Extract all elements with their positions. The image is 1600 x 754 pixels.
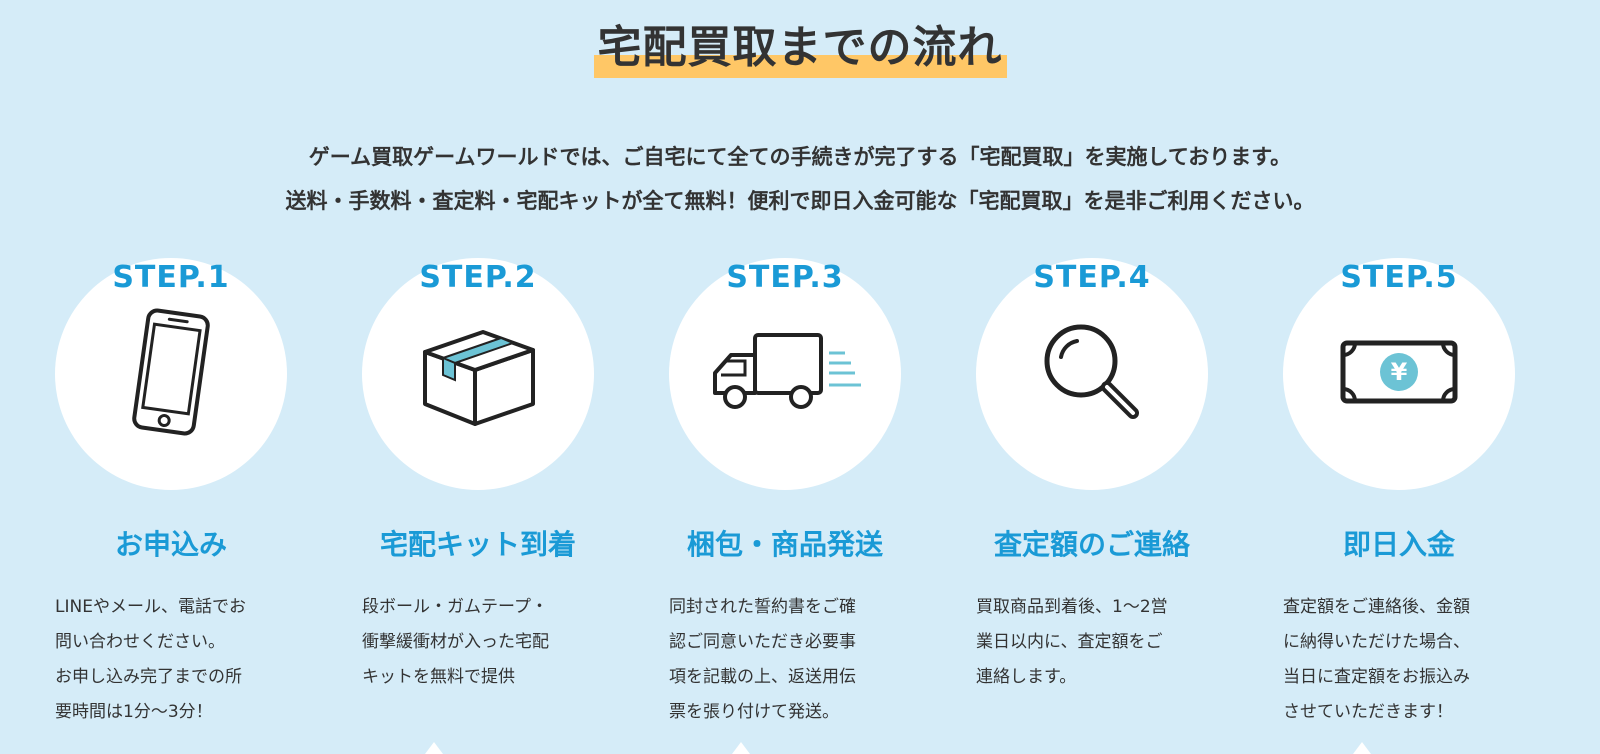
step-circle: [55, 258, 287, 490]
intro-line-2: 送料・手数料・査定料・宅配キットが全て無料！便利で即日入金可能な「宅配買取」を是…: [285, 189, 1315, 213]
step-description: LINEやメール、電話でお 問い合わせください。 お申し込み完了までの所 要時間…: [55, 597, 246, 722]
step-label: STEP.3: [726, 260, 844, 295]
step-label: STEP.2: [419, 260, 537, 295]
box-icon: [413, 312, 543, 436]
intro-line-1: ゲーム買取ゲームワールドでは、ご自宅にて全ての手続きが完了する「宅配買取」を実施…: [308, 145, 1292, 169]
step-description: 査定額をご連絡後、金額 に納得いただけた場合、 当日に査定額をお振込み させてい…: [1283, 597, 1470, 722]
step-label: STEP.1: [112, 260, 230, 295]
step-arrow: [425, 742, 443, 754]
step-title: お申込み: [114, 528, 227, 561]
step-label: STEP.4: [1033, 260, 1151, 295]
truck-icon: [705, 327, 865, 421]
step-title: 宅配キット到着: [379, 528, 576, 561]
step-label: STEP.5: [1340, 260, 1458, 295]
step-description: 段ボール・ガムテープ・ 衝撃緩衝材が入った宅配 キットを無料で提供: [362, 597, 549, 687]
step-title: 梱包・商品発送: [686, 528, 883, 561]
magnifier-icon: [1037, 317, 1147, 431]
step-description: 買取商品到着後、1〜2営 業日以内に、査定額をご 連絡します。: [976, 597, 1168, 687]
step-arrow: [732, 742, 750, 754]
step-arrow: [1353, 742, 1371, 754]
step-description: 同封された誓約書をご確 認ご同意いただき必要事 項を記載の上、返送用伝 票を張り…: [669, 597, 856, 722]
smartphone-icon: [116, 307, 226, 441]
yen-bill-icon: ¥: [1339, 337, 1459, 411]
intro-text: ゲーム買取ゲームワールドでは、ご自宅にて全ての手続きが完了する「宅配買取」を実施…: [0, 135, 1600, 223]
section-title: 宅配買取までの流れ: [593, 18, 1007, 78]
yen-symbol: ¥: [1391, 358, 1408, 386]
section-header: 宅配買取までの流れ: [0, 18, 1600, 78]
step-title: 査定額のご連絡: [993, 528, 1190, 561]
step-title: 即日入金: [1342, 528, 1455, 561]
